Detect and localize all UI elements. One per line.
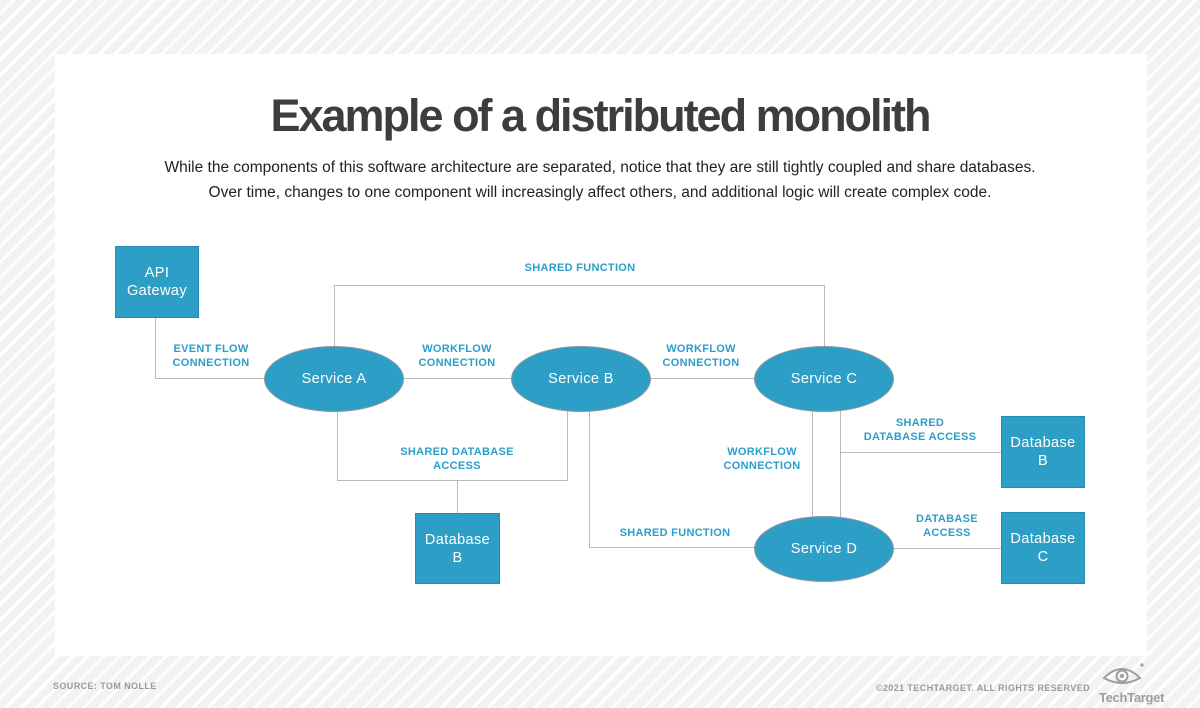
copyright-text: ©2021 TECHTARGET. ALL RIGHTS RESERVED xyxy=(875,683,1090,693)
node-api-gateway: API Gateway xyxy=(115,246,199,318)
label-shared-database-access-left: SHARED DATABASE ACCESS xyxy=(400,446,514,472)
eye-target-icon xyxy=(1101,663,1145,691)
label-workflow-connection-c-d: WORKFLOW CONNECTION xyxy=(723,446,801,472)
node-service-a: Service A xyxy=(264,346,404,412)
label-shared-function-bottom: SHARED FUNCTION xyxy=(619,527,731,539)
connector-line xyxy=(893,548,1001,549)
page-subtitle: While the components of this software ar… xyxy=(0,155,1200,205)
node-database-c: Database C xyxy=(1001,512,1085,584)
connector-line xyxy=(155,317,156,379)
connector-line xyxy=(651,378,756,379)
source-credit: SOURCE: TOM NOLLE xyxy=(53,681,157,691)
subtitle-line-1: While the components of this software ar… xyxy=(164,159,1036,176)
node-database-b-left: Database B xyxy=(415,513,500,584)
connector-line xyxy=(840,452,1001,453)
connector-line xyxy=(337,480,568,481)
subtitle-line-2: Over time, changes to one component will… xyxy=(208,184,992,201)
label-workflow-connection-b-c: WORKFLOW CONNECTION xyxy=(662,343,740,369)
label-workflow-connection-a-b: WORKFLOW CONNECTION xyxy=(418,343,496,369)
connector-line xyxy=(457,480,458,513)
connector-line xyxy=(334,285,824,286)
page-title: Example of a distributed monolith xyxy=(270,90,931,141)
label-shared-database-access-right: SHARED DATABASE ACCESS xyxy=(863,417,977,443)
connector-line xyxy=(334,285,335,349)
node-service-d: Service D xyxy=(754,516,894,582)
node-service-b: Service B xyxy=(511,346,651,412)
logo-wordmark: TechTarget xyxy=(1099,690,1165,705)
node-database-b-right: Database B xyxy=(1001,416,1085,488)
label-event-flow-connection: EVENT FLOW CONNECTION xyxy=(172,343,250,369)
node-service-c: Service C xyxy=(754,346,894,412)
connector-line xyxy=(404,378,513,379)
label-database-access: DATABASE ACCESS xyxy=(916,513,978,539)
connector-line xyxy=(840,410,841,518)
connector-line xyxy=(337,410,338,480)
connector-line xyxy=(567,410,568,480)
connector-line xyxy=(824,285,825,349)
connector-line xyxy=(589,547,756,548)
connector-line xyxy=(812,410,813,518)
connector-line xyxy=(589,410,590,547)
label-shared-function-top: SHARED FUNCTION xyxy=(524,262,636,274)
connector-line xyxy=(155,378,266,379)
techtarget-logo: TechTarget xyxy=(1099,663,1165,705)
